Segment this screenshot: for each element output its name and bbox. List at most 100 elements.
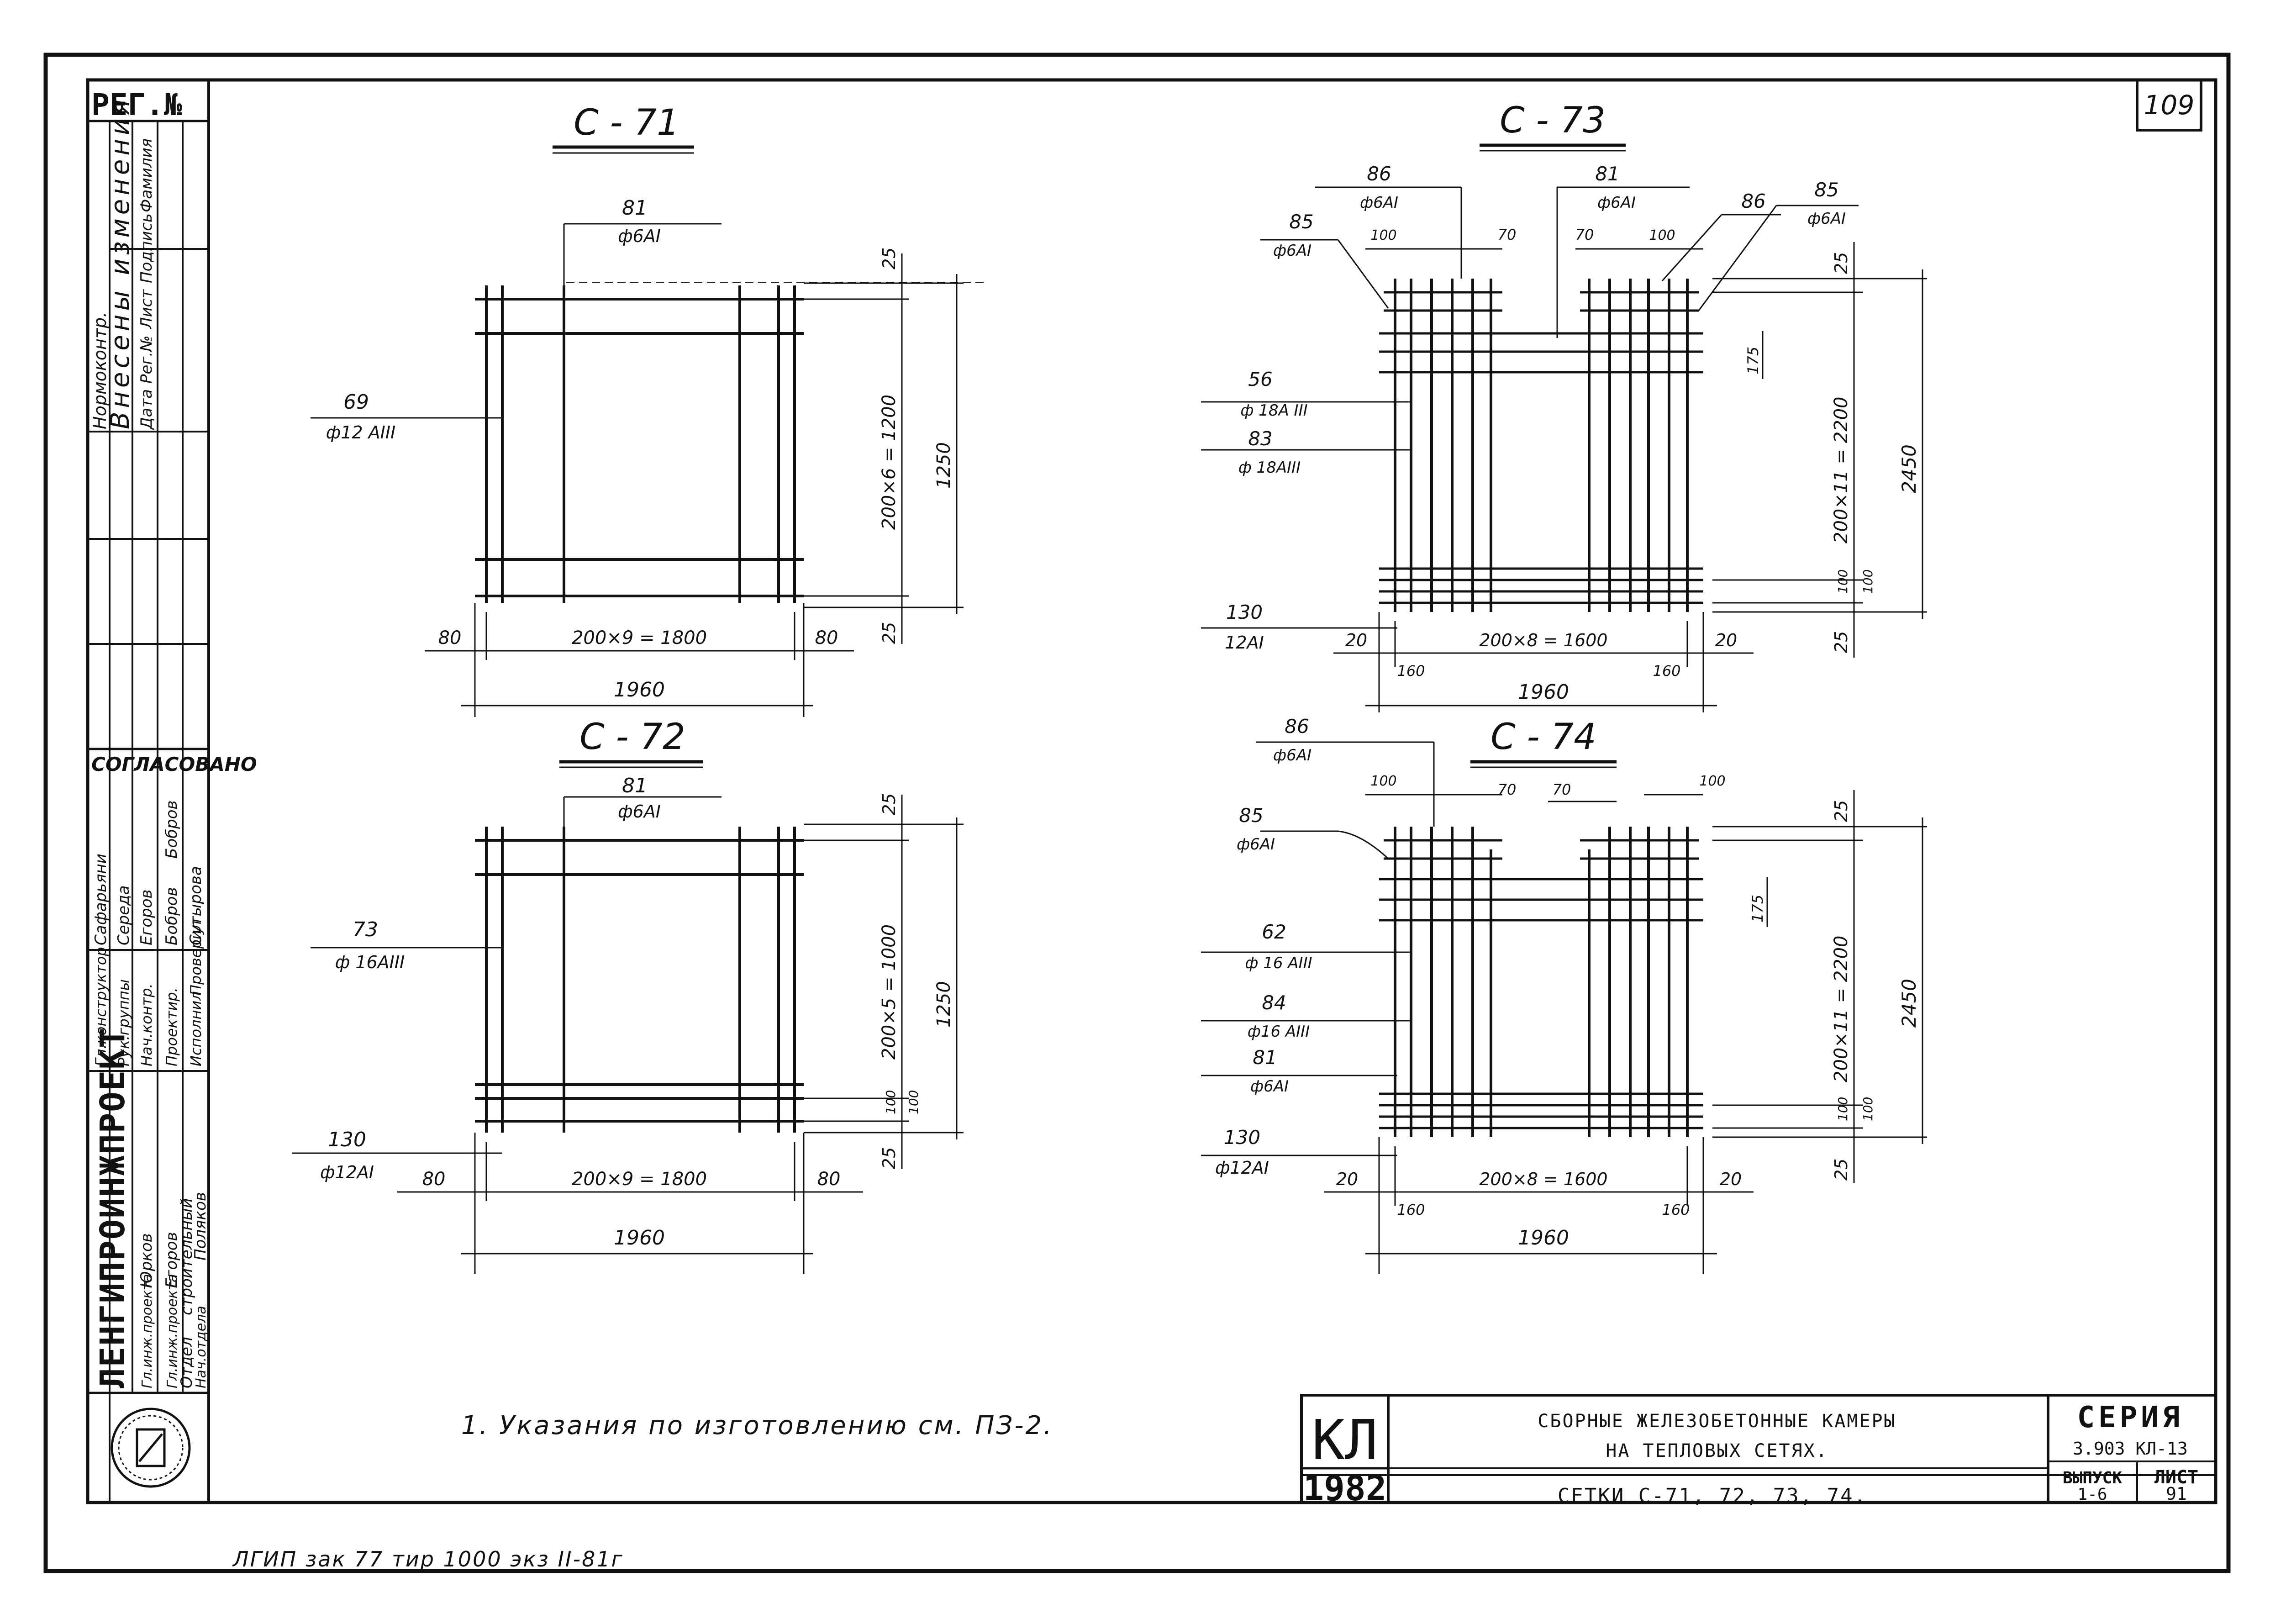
sheet-stamp: 109 [2136, 79, 2202, 132]
tb-series-label: СЕРИЯ [2077, 1401, 2184, 1434]
tb-issue-value: 1-6 [2077, 1485, 2107, 1504]
tb-sheet-value: 91 [2166, 1484, 2187, 1504]
drawing-label: 200×9 = 1800 [572, 627, 707, 649]
drawing-label: 100 [1370, 773, 1396, 789]
c74-title: С - 74 [1491, 717, 1596, 758]
drawing-label: ф6АI [1237, 835, 1275, 854]
drawing-label: 69 [343, 390, 369, 414]
drawing-label: 70 [1553, 781, 1571, 798]
drawing-label: 100 [883, 1090, 898, 1114]
drawing-label: ф6АI [1250, 1077, 1289, 1096]
agreed-name-1: Сафарьяни [92, 854, 110, 945]
drawing-label: ф12АI [1215, 1158, 1269, 1178]
drawing-label: 100 [906, 1090, 921, 1114]
role-2: Рук.группы [115, 979, 132, 1066]
drawing-label: 100 [1860, 1097, 1875, 1121]
changes-col-sign: Подпись [137, 213, 156, 283]
changes-title: Внесены изменения [105, 96, 135, 429]
drawing-label: 81 [1595, 163, 1619, 185]
drawing-label: 25 [879, 793, 899, 815]
drawing-label: 25 [1831, 631, 1851, 653]
drawing-label: ф12АI [320, 1162, 374, 1182]
drawing-label: ф6АI [1273, 746, 1311, 765]
normcontrol-label: Нормоконтр. [90, 312, 110, 429]
left-stamp: РЕГ.№ Нормоконтр. Внесены изменения Дата… [86, 79, 257, 1504]
tb-title-line2: НА ТЕПЛОВЫХ СЕТЯХ. [1606, 1440, 1828, 1461]
drawing-label: 200×11 = 2200 [1831, 396, 1852, 543]
drawing-label: 200×11 = 2200 [1831, 935, 1852, 1082]
drawing-label: 100 [1835, 1097, 1850, 1121]
changes-col-reg: Рег.№ [137, 336, 156, 384]
drawing-label: 2450 [1898, 444, 1920, 493]
drawing-label: 84 [1262, 991, 1286, 1014]
drawing-label: ф6АI [1807, 210, 1846, 228]
drawing-label: ф6АI [1597, 194, 1636, 212]
drawing-label: 200×5 = 1000 [879, 924, 900, 1060]
staff-name-2: Егоров [163, 1232, 181, 1288]
title-block: КЛ 1982 СБОРНЫЕ ЖЕЛЕЗОБЕТОННЫЕ КАМЕРЫ НА… [1300, 1394, 2217, 1508]
drawing-label: ф6АI [618, 801, 661, 822]
role-6: Проверил [187, 921, 205, 996]
drawing-label: 2450 [1898, 979, 1920, 1028]
drawing-label: ф 16АIII [335, 952, 405, 972]
agreed-name-2: Середа [115, 885, 133, 945]
drawing-label: 200×9 = 1800 [572, 1169, 707, 1190]
staff-name-3: строительный [178, 1198, 196, 1315]
c71-title: С - 71 [574, 102, 679, 143]
tb-sheet-title: СЕТКИ С-71, 72, 73, 74. [1558, 1484, 1867, 1508]
drawing-label: ф6АI [1360, 194, 1398, 212]
drawing-label: 70 [1575, 226, 1594, 243]
drawing-label: 70 [1498, 781, 1517, 798]
drawing-c72: С - 72 81 ф6АI 73 ф 16АIII 130 ф12АI [292, 717, 964, 1274]
reg-label: РЕГ.№ [91, 87, 182, 122]
staff-name-4: Поляков [191, 1192, 210, 1260]
inner-frame [86, 78, 2217, 1504]
drawing-label: 25 [879, 1147, 899, 1169]
drawing-label: 160 [1397, 662, 1425, 680]
drawing-label: 81 [1253, 1046, 1277, 1069]
drawing-label: 56 [1248, 368, 1272, 390]
agreed-name-4: Бобров [163, 887, 181, 945]
drawing-label: ф 16 АIII [1245, 954, 1312, 972]
drawing-label: 80 [438, 627, 462, 649]
drawing-label: 1960 [614, 1226, 665, 1250]
drawing-c71: С - 71 81 ф6АI 69 ф12 АIII [311, 102, 986, 717]
tb-sheet-label: ЛИСТ [2154, 1467, 2198, 1488]
drawing-label: 160 [1662, 1201, 1690, 1218]
drawing-label: 25 [879, 248, 899, 269]
drawing-label: ф16 АIII [1248, 1023, 1310, 1041]
drawing-label: 130 [1224, 1126, 1260, 1149]
role-5: Исполнил [187, 991, 205, 1066]
drawing-label: 100 [1835, 569, 1850, 594]
drawing-c74: С - 74 [1201, 715, 1927, 1274]
drawing-label: 20 [1720, 1169, 1742, 1189]
staff-role-3: Отдел [178, 1337, 196, 1388]
drawing-label: ф 18АIII [1238, 459, 1301, 477]
drawing-label: 85 [1289, 211, 1313, 233]
drawing-label: 25 [1831, 800, 1851, 822]
drawing-label: 73 [353, 918, 378, 941]
drawing-label: 80 [817, 1169, 841, 1190]
changes-col-sheet: Лист [137, 289, 156, 330]
drawing-label: 109 [2144, 90, 2195, 121]
drawing-label: 200×6 = 1200 [879, 395, 900, 530]
drawing-label: ф 18А III [1240, 401, 1307, 420]
drawing-label: 200×8 = 1600 [1479, 630, 1607, 650]
role-1: Гл.конструктор [92, 947, 110, 1066]
drawing-label: 70 [1498, 226, 1517, 243]
drawing-label: ф12 АIII [326, 422, 396, 443]
drawing-label: 160 [1653, 662, 1680, 680]
drawing-label: 62 [1262, 921, 1286, 943]
drawing-label: 81 [622, 196, 648, 220]
role-4: Проектир. [163, 987, 180, 1066]
drawing-label: 130 [328, 1128, 366, 1151]
drawing-label: 1960 [1518, 1226, 1569, 1250]
drawing-label: 100 [1649, 227, 1675, 243]
drawing-label: 160 [1397, 1201, 1425, 1218]
staff-role-2: Гл.инж.проекта [164, 1274, 180, 1388]
drawing-label: 20 [1336, 1169, 1358, 1189]
drawing-label: 86 [1285, 715, 1309, 738]
drawing-label: 175 [1749, 895, 1766, 923]
manufacturing-note: 1. Указания по изготовлению см. ПЗ-2. [461, 1411, 1053, 1440]
